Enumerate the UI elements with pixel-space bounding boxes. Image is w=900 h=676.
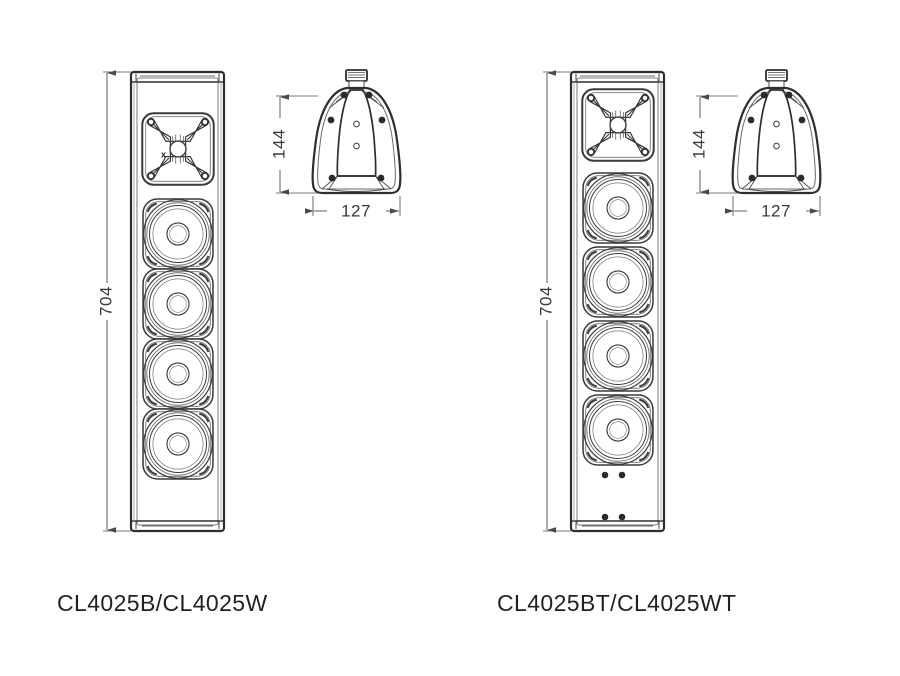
left-woofer-2 <box>142 268 214 340</box>
left-side-height-dimension-label: 144 <box>269 129 288 159</box>
right-side-elevation <box>731 68 822 195</box>
left-horn-center-mark: x <box>161 149 166 159</box>
left-model-caption: CL4025B/CL4025W <box>57 590 268 616</box>
right-woofer-1 <box>582 172 654 244</box>
left-assembly-drawing: x 704 <box>96 68 402 533</box>
left-height-dimension-label: 704 <box>96 286 115 316</box>
left-horn-driver <box>141 112 215 186</box>
right-side-height-dimension <box>696 94 738 195</box>
left-woofer-4 <box>142 408 214 480</box>
right-assembly-drawing: 704 144 127 <box>536 68 822 533</box>
right-woofer-2 <box>582 246 654 318</box>
right-height-dimension <box>543 70 571 533</box>
right-bottom-mounting-dots <box>601 471 626 521</box>
right-side-width-dimension <box>725 196 821 216</box>
left-front-elevation: x <box>129 70 226 533</box>
right-woofer-4 <box>582 394 654 466</box>
right-model-caption: CL4025BT/CL4025WT <box>497 590 737 616</box>
left-woofer-1 <box>142 198 214 270</box>
left-side-width-dimension <box>305 196 401 216</box>
left-woofer-3 <box>142 338 214 410</box>
right-front-elevation <box>569 70 666 533</box>
right-height-dimension-label: 704 <box>536 286 555 316</box>
left-height-dimension <box>103 70 131 533</box>
right-side-height-dimension-label: 144 <box>689 129 708 159</box>
right-horn-driver <box>581 88 655 162</box>
right-woofer-3 <box>582 320 654 392</box>
left-side-width-dimension-label: 127 <box>341 201 371 220</box>
left-side-elevation <box>311 68 402 195</box>
right-side-width-dimension-label: 127 <box>761 201 791 220</box>
left-side-height-dimension <box>276 94 318 195</box>
